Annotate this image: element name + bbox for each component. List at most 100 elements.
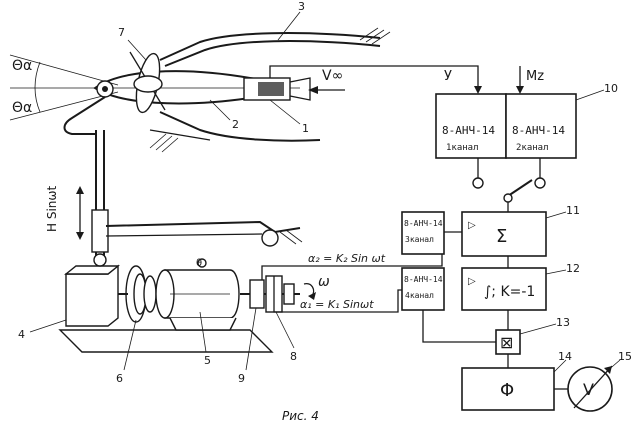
phi-symbol: Φ [500, 380, 514, 401]
ref-11: 11 [566, 204, 580, 217]
voltmeter-needle [573, 365, 613, 409]
h-sin-label: H Sinωt [45, 186, 59, 232]
leader-6 [123, 319, 137, 371]
lower-hatch1 [149, 133, 167, 149]
amp3-sub: 3канал [405, 235, 434, 244]
sting-upper [159, 32, 381, 61]
crank-arm [105, 220, 301, 234]
ref-2: 2 [232, 118, 239, 131]
amp4-title: 8-АНЧ-14 [404, 275, 443, 284]
linkage-arm [63, 96, 106, 135]
leader-2 [209, 99, 231, 121]
amp-channel-3-box [401, 211, 445, 255]
leader-8 [275, 311, 295, 349]
lower-hatch2 [155, 135, 173, 151]
arrow-y [474, 86, 482, 94]
leader-13 [519, 323, 557, 335]
amp4-sub: 4канал [405, 291, 434, 300]
motor-mount [169, 317, 237, 331]
leader-11 [545, 211, 567, 219]
leader-1 [269, 99, 301, 125]
ref-7: 7 [118, 26, 125, 39]
leader-7 [127, 39, 147, 61]
alpha1-label: α₁ = K₁ Sinωt [300, 298, 374, 311]
leader-3 [277, 11, 301, 41]
amp-channel-4-box [401, 267, 445, 311]
amp1-title: 8-АНЧ-14 [442, 124, 495, 137]
alpha2-label: α₂ = K₂ Sin ωt [308, 252, 386, 265]
amp-channel-2-box [505, 93, 577, 159]
ref-13: 13 [556, 316, 570, 329]
ref-8: 8 [290, 350, 297, 363]
leader-14 [553, 359, 567, 373]
amp2-sub: 2канал [516, 143, 549, 153]
ref-6: 6 [116, 372, 123, 385]
leader-10 [575, 89, 605, 101]
sum-triangle: ▷ [468, 220, 476, 231]
rod-slider [91, 209, 109, 253]
angle-arc [34, 61, 41, 113]
integ-symbol: ∫; K=-1 [484, 284, 535, 300]
amp2-title: 8-АНЧ-14 [512, 124, 565, 137]
amp2-terminal [534, 177, 546, 189]
flow-arrowhead [308, 86, 318, 94]
sting-hatch1 [359, 27, 379, 41]
leader-9 [245, 307, 257, 371]
angle-ray-top [9, 54, 119, 86]
ref-3: 3 [298, 0, 305, 13]
summator-box [461, 211, 547, 257]
arrow-mz [516, 86, 524, 94]
theta-top-label: Θα [12, 58, 32, 74]
motion-arrowhead-up [76, 186, 84, 194]
sting-hatch2 [365, 29, 385, 43]
ref-9: 9 [238, 372, 245, 385]
crank-hatch2 [285, 229, 303, 243]
coupling [143, 275, 157, 313]
ref-1: 1 [302, 122, 309, 135]
ref-12: 12 [566, 262, 580, 275]
angle-ray-bottom [9, 91, 119, 121]
motion-arrowhead-down [76, 232, 84, 240]
amp3-title: 8-АНЧ-14 [404, 219, 443, 228]
lower-rod-2 [149, 129, 211, 141]
theta-bottom-label: Θα [12, 100, 32, 116]
amp-channel-1-box [435, 93, 507, 159]
pickup-9 [249, 279, 265, 309]
leader-4 [29, 319, 67, 333]
v-inf-label: V∞ [322, 68, 343, 84]
omega-arrowhead [308, 292, 316, 300]
ref-5: 5 [204, 354, 211, 367]
sensor-core [258, 82, 284, 96]
sting-lower [164, 40, 381, 67]
sensor-tip [289, 77, 311, 101]
amp4-to-mult [422, 310, 496, 343]
leader-12 [545, 269, 567, 275]
integrator-box [461, 267, 547, 311]
y-output-label: У [444, 69, 452, 84]
switch-blade[interactable] [507, 179, 533, 197]
multiplier-box [495, 329, 521, 355]
ref-10: 10 [604, 82, 618, 95]
crank-wheel [261, 229, 279, 247]
switch-pivot[interactable] [503, 193, 513, 203]
motor-mark: θ [196, 258, 202, 269]
mult-symbol: ⊠ [500, 333, 513, 352]
mz-output-label: Mz [526, 69, 544, 84]
gearbox-knob [93, 253, 107, 267]
ref-4: 4 [18, 328, 25, 341]
sting-hatch3 [371, 31, 391, 45]
gearbox-front [65, 264, 119, 327]
amp1-terminal [472, 177, 484, 189]
figure-caption: Рис. 4 [282, 409, 319, 423]
motor-mark-circle [197, 258, 207, 268]
integ-triangle: ▷ [468, 276, 476, 287]
ref-15: 15 [618, 350, 632, 363]
omega-label: ω [318, 274, 330, 290]
wire-alpha1 [273, 276, 404, 313]
lower-hatch3 [161, 137, 179, 153]
signal-wire-top [269, 65, 479, 92]
pivot-center [102, 86, 108, 92]
crank-arm-lower [105, 233, 263, 237]
